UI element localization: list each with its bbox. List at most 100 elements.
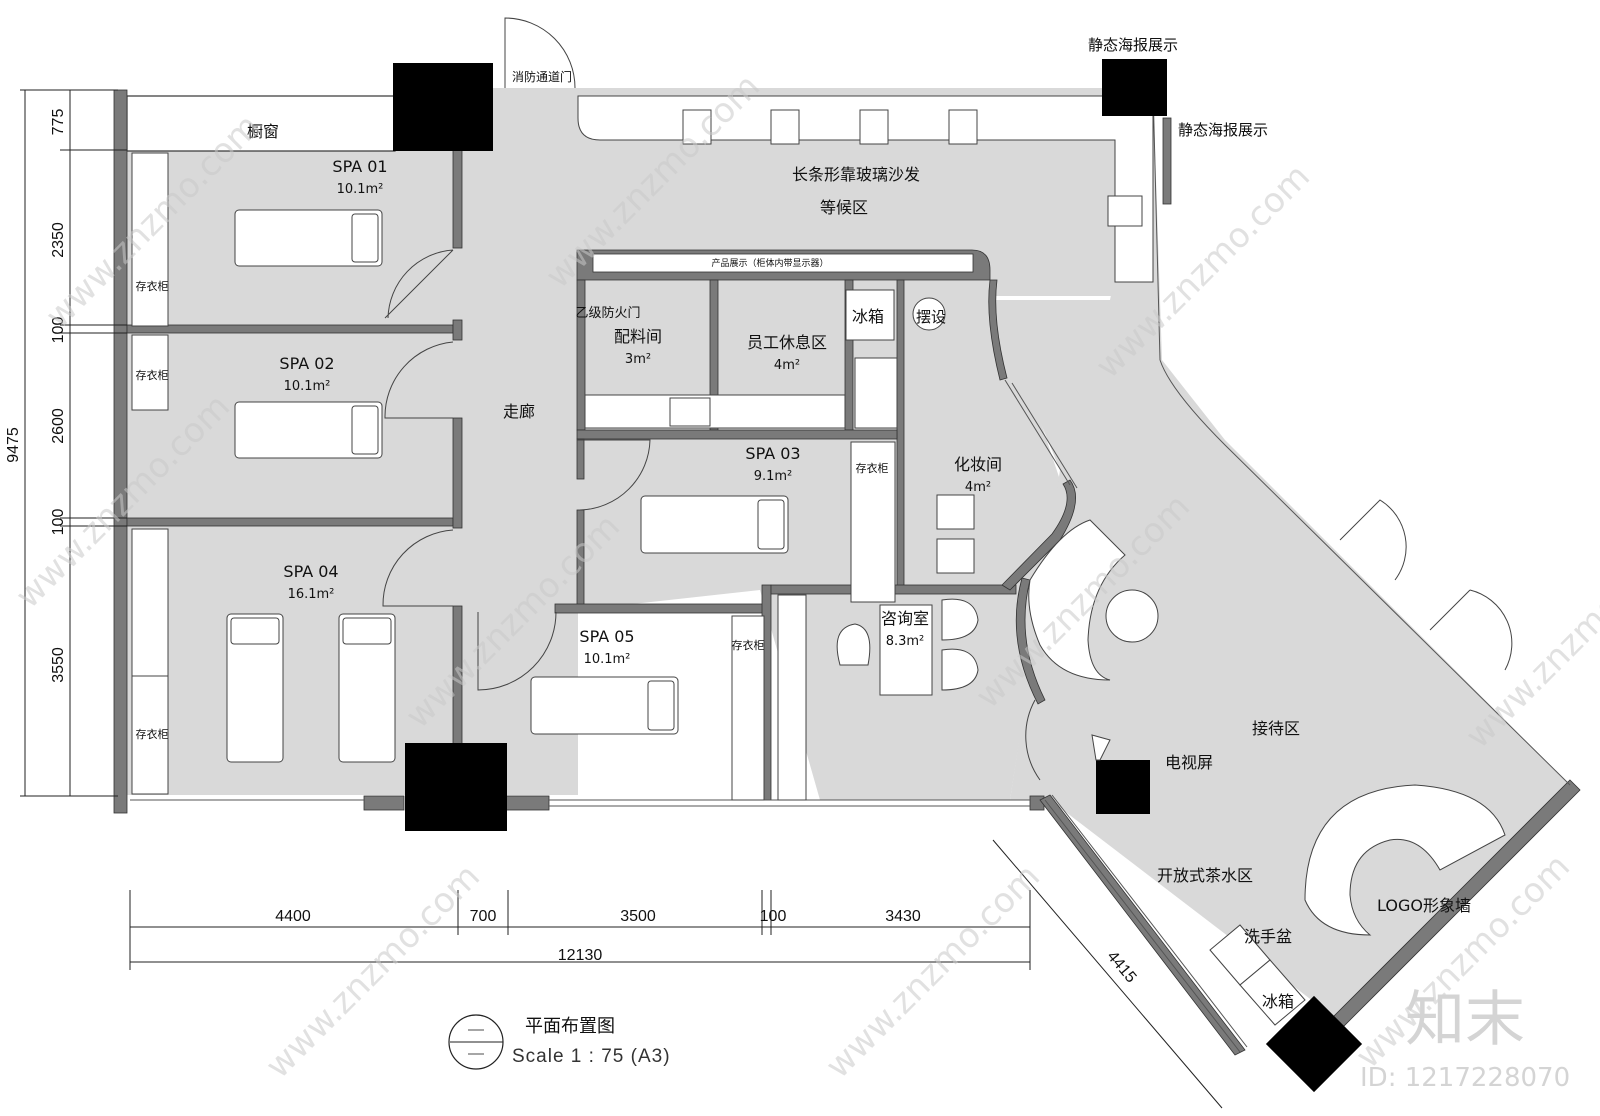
curved-sofa <box>1028 519 1126 681</box>
spa05-door[interactable] <box>477 611 557 691</box>
locker-spa03-label: 存衣柜 <box>856 461 889 475</box>
dim-bottom-3: 3500 <box>620 908 656 925</box>
spa03-name: SPA 03 <box>745 444 800 463</box>
staff-name: 员工休息区 <box>747 333 827 352</box>
fire-exit-door[interactable] <box>504 17 576 89</box>
poster-side-label: 静态海报展示 <box>1178 121 1268 139</box>
logo-wall <box>1304 784 1506 936</box>
bed-spa04-b <box>338 613 396 763</box>
locker-spa02 <box>131 334 169 411</box>
wall-spa02-spa04 <box>126 517 454 527</box>
dim-left-1: 775 <box>50 109 67 136</box>
locker-spa04 <box>131 528 169 795</box>
reception-label: 接待区 <box>1252 719 1300 738</box>
tv-label: 电视屏 <box>1165 753 1213 772</box>
reception-door-2[interactable] <box>1429 589 1513 671</box>
spa01-name: SPA 01 <box>332 157 387 176</box>
drawing-title: 平面布置图 <box>525 1016 615 1037</box>
spa03-door[interactable] <box>577 439 651 511</box>
drawing-scale: Scale 1 : 75 (A3) <box>512 1046 671 1067</box>
watermark-6: www.znzmo.com <box>818 856 1048 1086</box>
dim-left-3: 100 <box>50 317 67 344</box>
bed-spa04-a <box>226 613 284 763</box>
dim-bottom-total: 12130 <box>558 947 603 964</box>
peiliao-area: 3m² <box>625 352 651 367</box>
column-top-right <box>1102 59 1167 116</box>
poster-wall-side <box>1162 117 1172 205</box>
fire-exit-label: 消防通道门 <box>512 69 572 84</box>
poster-top-label: 静态海报展示 <box>1088 36 1178 54</box>
spa04-door[interactable] <box>382 529 454 607</box>
column-bottom <box>405 743 507 831</box>
makeup-area: 4m² <box>965 480 991 495</box>
bed-spa02 <box>234 401 383 459</box>
spa05-name: SPA 05 <box>579 627 634 646</box>
dim-left-2: 2350 <box>50 222 67 258</box>
bed-spa03 <box>640 495 789 554</box>
decor-round <box>912 297 946 331</box>
fridge-staff-label: 冰箱 <box>852 307 884 326</box>
columns <box>393 59 1363 1093</box>
reception-door-1[interactable] <box>1339 499 1407 581</box>
waiting-label: 等候区 <box>820 198 868 217</box>
dim-bottom-1: 4400 <box>275 908 311 925</box>
spa02-area: 10.1m² <box>284 379 331 394</box>
locker-spa04-label: 存衣柜 <box>136 727 169 741</box>
column-bottom-right <box>1265 995 1363 1093</box>
spa04-name: SPA 04 <box>283 562 338 581</box>
bed-spa05 <box>530 676 679 735</box>
corridor-label: 走廊 <box>503 402 535 421</box>
fridge-reception-label: 冰箱 <box>1262 992 1294 1011</box>
window-display-label: 橱窗 <box>247 122 279 141</box>
window-display-strip <box>126 95 396 152</box>
spa01-door[interactable] <box>384 249 454 319</box>
staff-area: 4m² <box>774 358 800 373</box>
dim-left-5: 100 <box>50 509 67 536</box>
sink-reception-label: 洗手盆 <box>1244 927 1292 946</box>
spa04-area: 16.1m² <box>288 587 335 602</box>
watermark-5: www.znzmo.com <box>258 856 488 1086</box>
sink-staff <box>854 357 898 429</box>
dim-diagonal: 4415 <box>1103 948 1139 986</box>
spa01-area: 10.1m² <box>337 182 384 197</box>
makeup-name: 化妆间 <box>954 455 1002 474</box>
wall-spa01-spa02 <box>126 324 454 334</box>
round-table <box>1105 589 1159 643</box>
logo-wall-label: LOGO形象墙 <box>1377 896 1471 915</box>
decor-label: 摆设 <box>916 308 946 326</box>
spa05-area: 10.1m² <box>584 652 631 667</box>
consult-door[interactable] <box>1025 699 1041 781</box>
dimension-lines <box>20 89 1223 1109</box>
fridge-staff <box>845 289 895 341</box>
watermark-9: www.znzmo.com <box>1458 526 1600 756</box>
dim-left-total: 9475 <box>5 427 22 463</box>
wall-staff-spa03 <box>576 429 898 440</box>
room-labels: SPA 01 10.1m² SPA 02 10.1m² SPA 04 16.1m… <box>136 36 1471 1011</box>
locker-spa02-label: 存衣柜 <box>136 368 169 382</box>
dim-bottom-5: 3430 <box>885 908 921 925</box>
dim-bottom-2: 700 <box>470 908 497 925</box>
locker-spa05-label: 存衣柜 <box>732 638 765 652</box>
title-block: 平面布置图 Scale 1 : 75 (A3) <box>448 1014 671 1070</box>
spa02-name: SPA 02 <box>279 354 334 373</box>
spa02-door[interactable] <box>384 341 454 419</box>
fridge-reception <box>1239 959 1306 1026</box>
product-display-label: 产品展示（柜体内带显示器） <box>711 257 828 269</box>
dim-left-6: 3550 <box>50 647 67 683</box>
dim-bottom-4: 100 <box>760 908 787 925</box>
sofa-cushions <box>682 109 1143 227</box>
locker-spa05 <box>731 615 765 801</box>
locker-spa01 <box>131 152 169 327</box>
dimension-labels: 775 2350 100 2600 100 3550 9475 4400 700… <box>5 109 1139 987</box>
locker-spa03 <box>850 441 896 603</box>
tv-column <box>1096 760 1150 814</box>
locker-spa01-label: 存衣柜 <box>136 279 169 293</box>
fire-door-label: 乙级防火门 <box>575 305 640 321</box>
watermark-id: ID: 1217228070 <box>1360 1063 1570 1093</box>
consult-table <box>879 604 933 696</box>
consult-name: 咨询室 <box>881 609 929 628</box>
doors <box>382 17 1513 781</box>
counter-staff <box>584 394 846 429</box>
consult-area: 8.3m² <box>886 634 925 649</box>
